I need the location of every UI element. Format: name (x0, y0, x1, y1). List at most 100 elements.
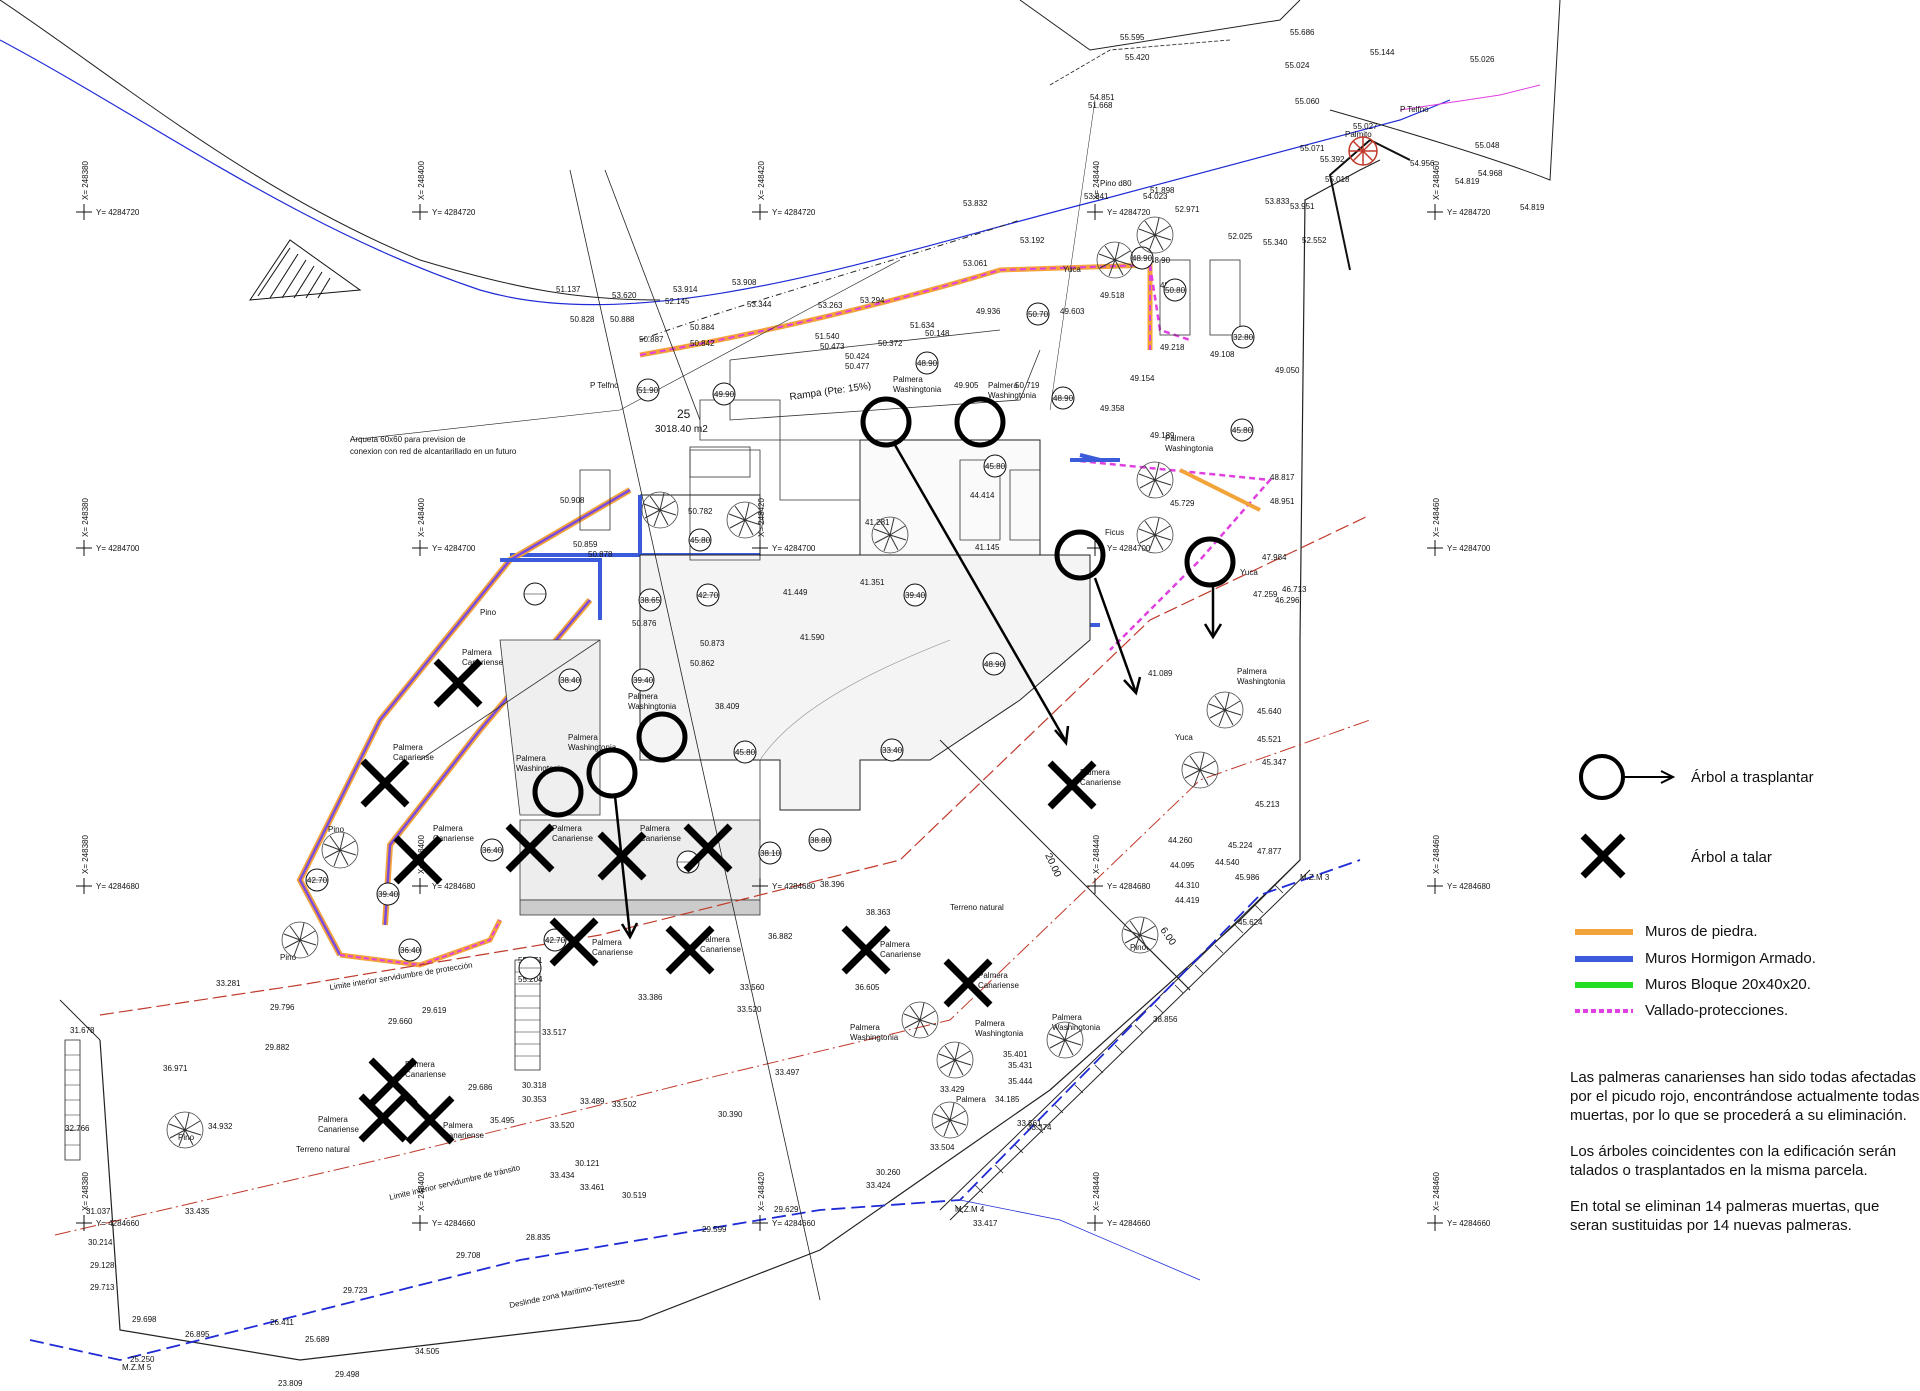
svg-text:33.561: 33.561 (1017, 1119, 1042, 1128)
svg-text:48.90: 48.90 (1150, 256, 1171, 265)
svg-text:Palmera: Palmera (975, 1019, 1005, 1028)
deslinde-label: Deslinde zona Maritimo-Terrestre (509, 1277, 627, 1310)
svg-text:55.686: 55.686 (1290, 28, 1315, 37)
svg-text:51.90: 51.90 (638, 386, 659, 395)
svg-text:25.250: 25.250 (130, 1355, 155, 1364)
svg-text:30.390: 30.390 (718, 1110, 743, 1119)
svg-text:50.884: 50.884 (690, 323, 715, 332)
transplant-markers (535, 399, 1233, 940)
svg-text:53.061: 53.061 (963, 259, 988, 268)
svg-text:31.037: 31.037 (86, 1207, 111, 1216)
svg-text:54.956: 54.956 (1410, 159, 1435, 168)
svg-text:Y= 4284680: Y= 4284680 (432, 882, 476, 891)
svg-text:50.887: 50.887 (639, 335, 664, 344)
svg-text:Palmera: Palmera (443, 1121, 473, 1130)
svg-text:49.189: 49.189 (1150, 431, 1175, 440)
svg-text:Canariense: Canariense (700, 945, 741, 954)
svg-text:54.819: 54.819 (1520, 203, 1545, 212)
svg-text:Palmera: Palmera (1080, 768, 1110, 777)
svg-text:35.431: 35.431 (1008, 1061, 1033, 1070)
svg-text:Y= 4284660: Y= 4284660 (96, 1219, 140, 1228)
svg-text:41.449: 41.449 (783, 588, 808, 597)
svg-text:42.70: 42.70 (698, 591, 719, 600)
svg-text:55.420: 55.420 (1125, 53, 1150, 62)
legend-transplant: Árbol a trasplantar (1575, 750, 1814, 804)
svg-text:55.144: 55.144 (1370, 48, 1395, 57)
svg-text:Palmera: Palmera (1052, 1013, 1082, 1022)
svg-text:33.497: 33.497 (775, 1068, 800, 1077)
svg-text:41.089: 41.089 (1148, 669, 1173, 678)
svg-text:46.296: 46.296 (1275, 596, 1300, 605)
svg-text:29.796: 29.796 (270, 1003, 295, 1012)
svg-text:50.782: 50.782 (688, 507, 713, 516)
svg-text:X= 248440: X= 248440 (1092, 835, 1101, 874)
svg-text:48.90: 48.90 (917, 359, 938, 368)
svg-text:52.552: 52.552 (1302, 236, 1327, 245)
svg-text:Y= 4284700: Y= 4284700 (432, 544, 476, 553)
transplant-circle (957, 399, 1003, 445)
svg-text:29.708: 29.708 (456, 1251, 481, 1260)
limit-transit-line (54, 719, 1371, 1236)
svg-text:54.819: 54.819 (1455, 177, 1480, 186)
road-curve-top (0, 39, 1451, 306)
wall-swatch-fence (1575, 1008, 1633, 1013)
svg-text:30.353: 30.353 (522, 1095, 547, 1104)
svg-text:53.344: 53.344 (747, 300, 772, 309)
svg-text:33.504: 33.504 (930, 1143, 955, 1152)
limit-protection-line (99, 514, 1371, 1016)
svg-text:33.429: 33.429 (940, 1085, 965, 1094)
note-3: En total se eliminan 14 palmeras muertas… (1570, 1198, 1880, 1234)
svg-text:50.876: 50.876 (632, 619, 657, 628)
legend-transplant-label: Árbol a trasplantar (1691, 768, 1814, 786)
svg-text:52.145: 52.145 (665, 297, 690, 306)
svg-text:44.095: 44.095 (1170, 861, 1195, 870)
svg-text:45.80: 45.80 (735, 748, 756, 757)
svg-text:X= 248400: X= 248400 (417, 161, 426, 200)
svg-text:50.888: 50.888 (610, 315, 635, 324)
svg-text:Canariense: Canariense (393, 753, 434, 762)
svg-text:X= 248440: X= 248440 (1092, 1172, 1101, 1211)
svg-text:Y= 4284680: Y= 4284680 (96, 882, 140, 891)
svg-text:29.660: 29.660 (388, 1017, 413, 1026)
svg-text:Y= 4284700: Y= 4284700 (772, 544, 816, 553)
svg-text:Y= 4284700: Y= 4284700 (1447, 544, 1491, 553)
svg-text:47.877: 47.877 (1257, 847, 1282, 856)
svg-text:Yuca: Yuca (1175, 733, 1193, 742)
svg-text:Palmera: Palmera (516, 754, 546, 763)
parcel-area: 3018.40 m2 (655, 424, 708, 435)
svg-text:55.048: 55.048 (1475, 141, 1500, 150)
svg-text:Pino: Pino (480, 608, 497, 617)
svg-text:33.489: 33.489 (580, 1097, 605, 1106)
transplant-circle (1187, 539, 1233, 585)
svg-text:55.018: 55.018 (1325, 175, 1350, 184)
svg-text:44.310: 44.310 (1175, 881, 1200, 890)
svg-text:45.347: 45.347 (1262, 758, 1287, 767)
elevation-points: 51.137 53.620 53.914 52.145 53.908 53.34… (65, 28, 1545, 1388)
svg-text:36.971: 36.971 (163, 1064, 188, 1073)
svg-text:Palmera: Palmera (700, 935, 730, 944)
svg-text:50.842: 50.842 (690, 339, 715, 348)
svg-text:33.434: 33.434 (550, 1171, 575, 1180)
svg-text:Canariense: Canariense (405, 1070, 446, 1079)
svg-text:55.024: 55.024 (1285, 61, 1310, 70)
svg-text:Canariense: Canariense (978, 981, 1019, 990)
svg-text:45.224: 45.224 (1228, 841, 1253, 850)
svg-text:Palmera: Palmera (893, 375, 923, 384)
svg-text:35.444: 35.444 (1008, 1077, 1033, 1086)
svg-text:45.624: 45.624 (1238, 918, 1263, 927)
svg-text:30.214: 30.214 (88, 1238, 113, 1247)
svg-text:Palmera: Palmera (433, 824, 463, 833)
legend-wall-block: Muros Bloque 20x40x20. (1575, 976, 1811, 993)
svg-text:45.80: 45.80 (690, 536, 711, 545)
svg-text:Palmera: Palmera (462, 648, 492, 657)
svg-text:29.629: 29.629 (774, 1205, 799, 1214)
svg-text:50.873: 50.873 (700, 639, 725, 648)
svg-text:X= 248400: X= 248400 (417, 498, 426, 537)
svg-text:33.424: 33.424 (866, 1181, 891, 1190)
svg-text:54.968: 54.968 (1478, 169, 1503, 178)
svg-text:55.027: 55.027 (1353, 122, 1378, 131)
svg-text:Canariense: Canariense (552, 834, 593, 843)
svg-text:Palmera: Palmera (978, 971, 1008, 980)
